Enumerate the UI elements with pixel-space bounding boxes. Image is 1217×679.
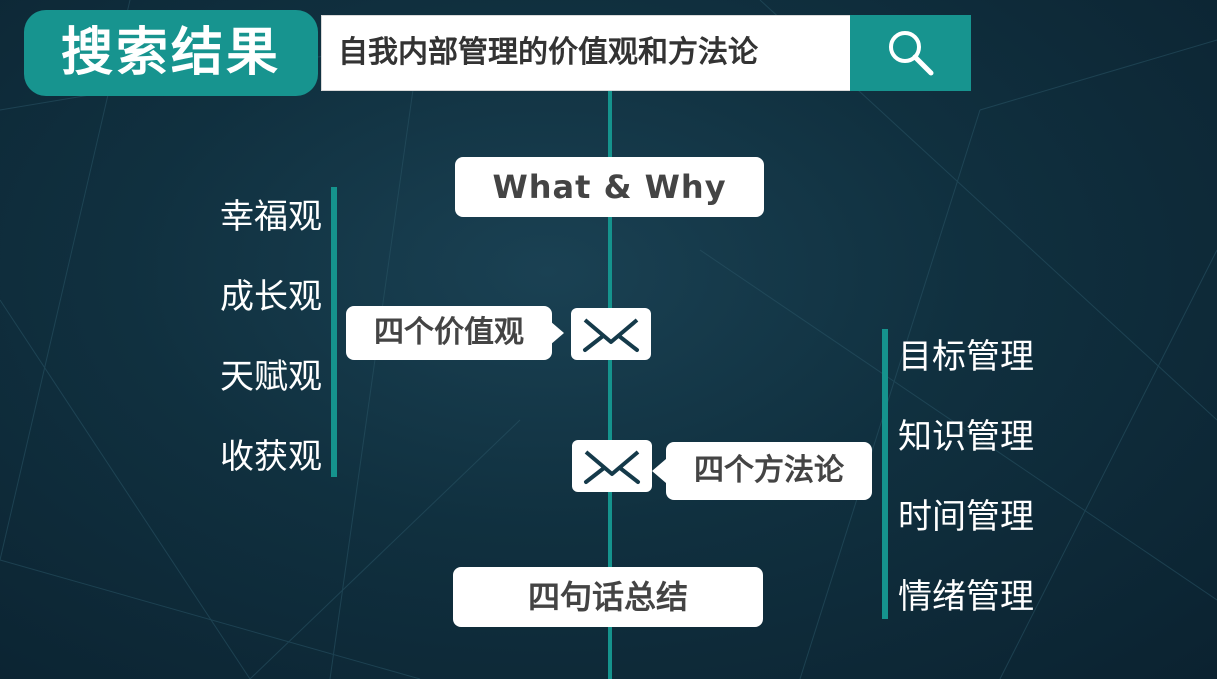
methods-item: 情绪管理 [898,577,1034,617]
values-bracket [331,187,337,477]
methods-node: 四个方法论 [666,442,872,500]
methods-item: 目标管理 [898,337,1034,377]
search-button[interactable] [850,15,971,91]
search-input[interactable]: 自我内部管理的价值观和方法论 [321,15,851,91]
methods-item: 时间管理 [898,497,1034,537]
values-item: 收获观 [220,437,322,477]
values-node-pointer [550,321,564,345]
page-title: 搜索结果 [24,10,318,96]
what-why-node: What & Why [455,157,764,217]
methods-bracket [882,329,888,619]
values-node: 四个价值观 [346,306,552,360]
methods-node-pointer [652,459,666,483]
envelope-icon [572,440,652,492]
methods-item: 知识管理 [898,417,1034,457]
values-item: 幸福观 [220,197,322,237]
values-item: 天赋观 [220,357,322,397]
summary-node: 四句话总结 [453,567,763,627]
search-icon [888,31,933,76]
envelope-icon [571,308,651,360]
timeline-spine [608,91,612,679]
values-item: 成长观 [220,277,322,317]
